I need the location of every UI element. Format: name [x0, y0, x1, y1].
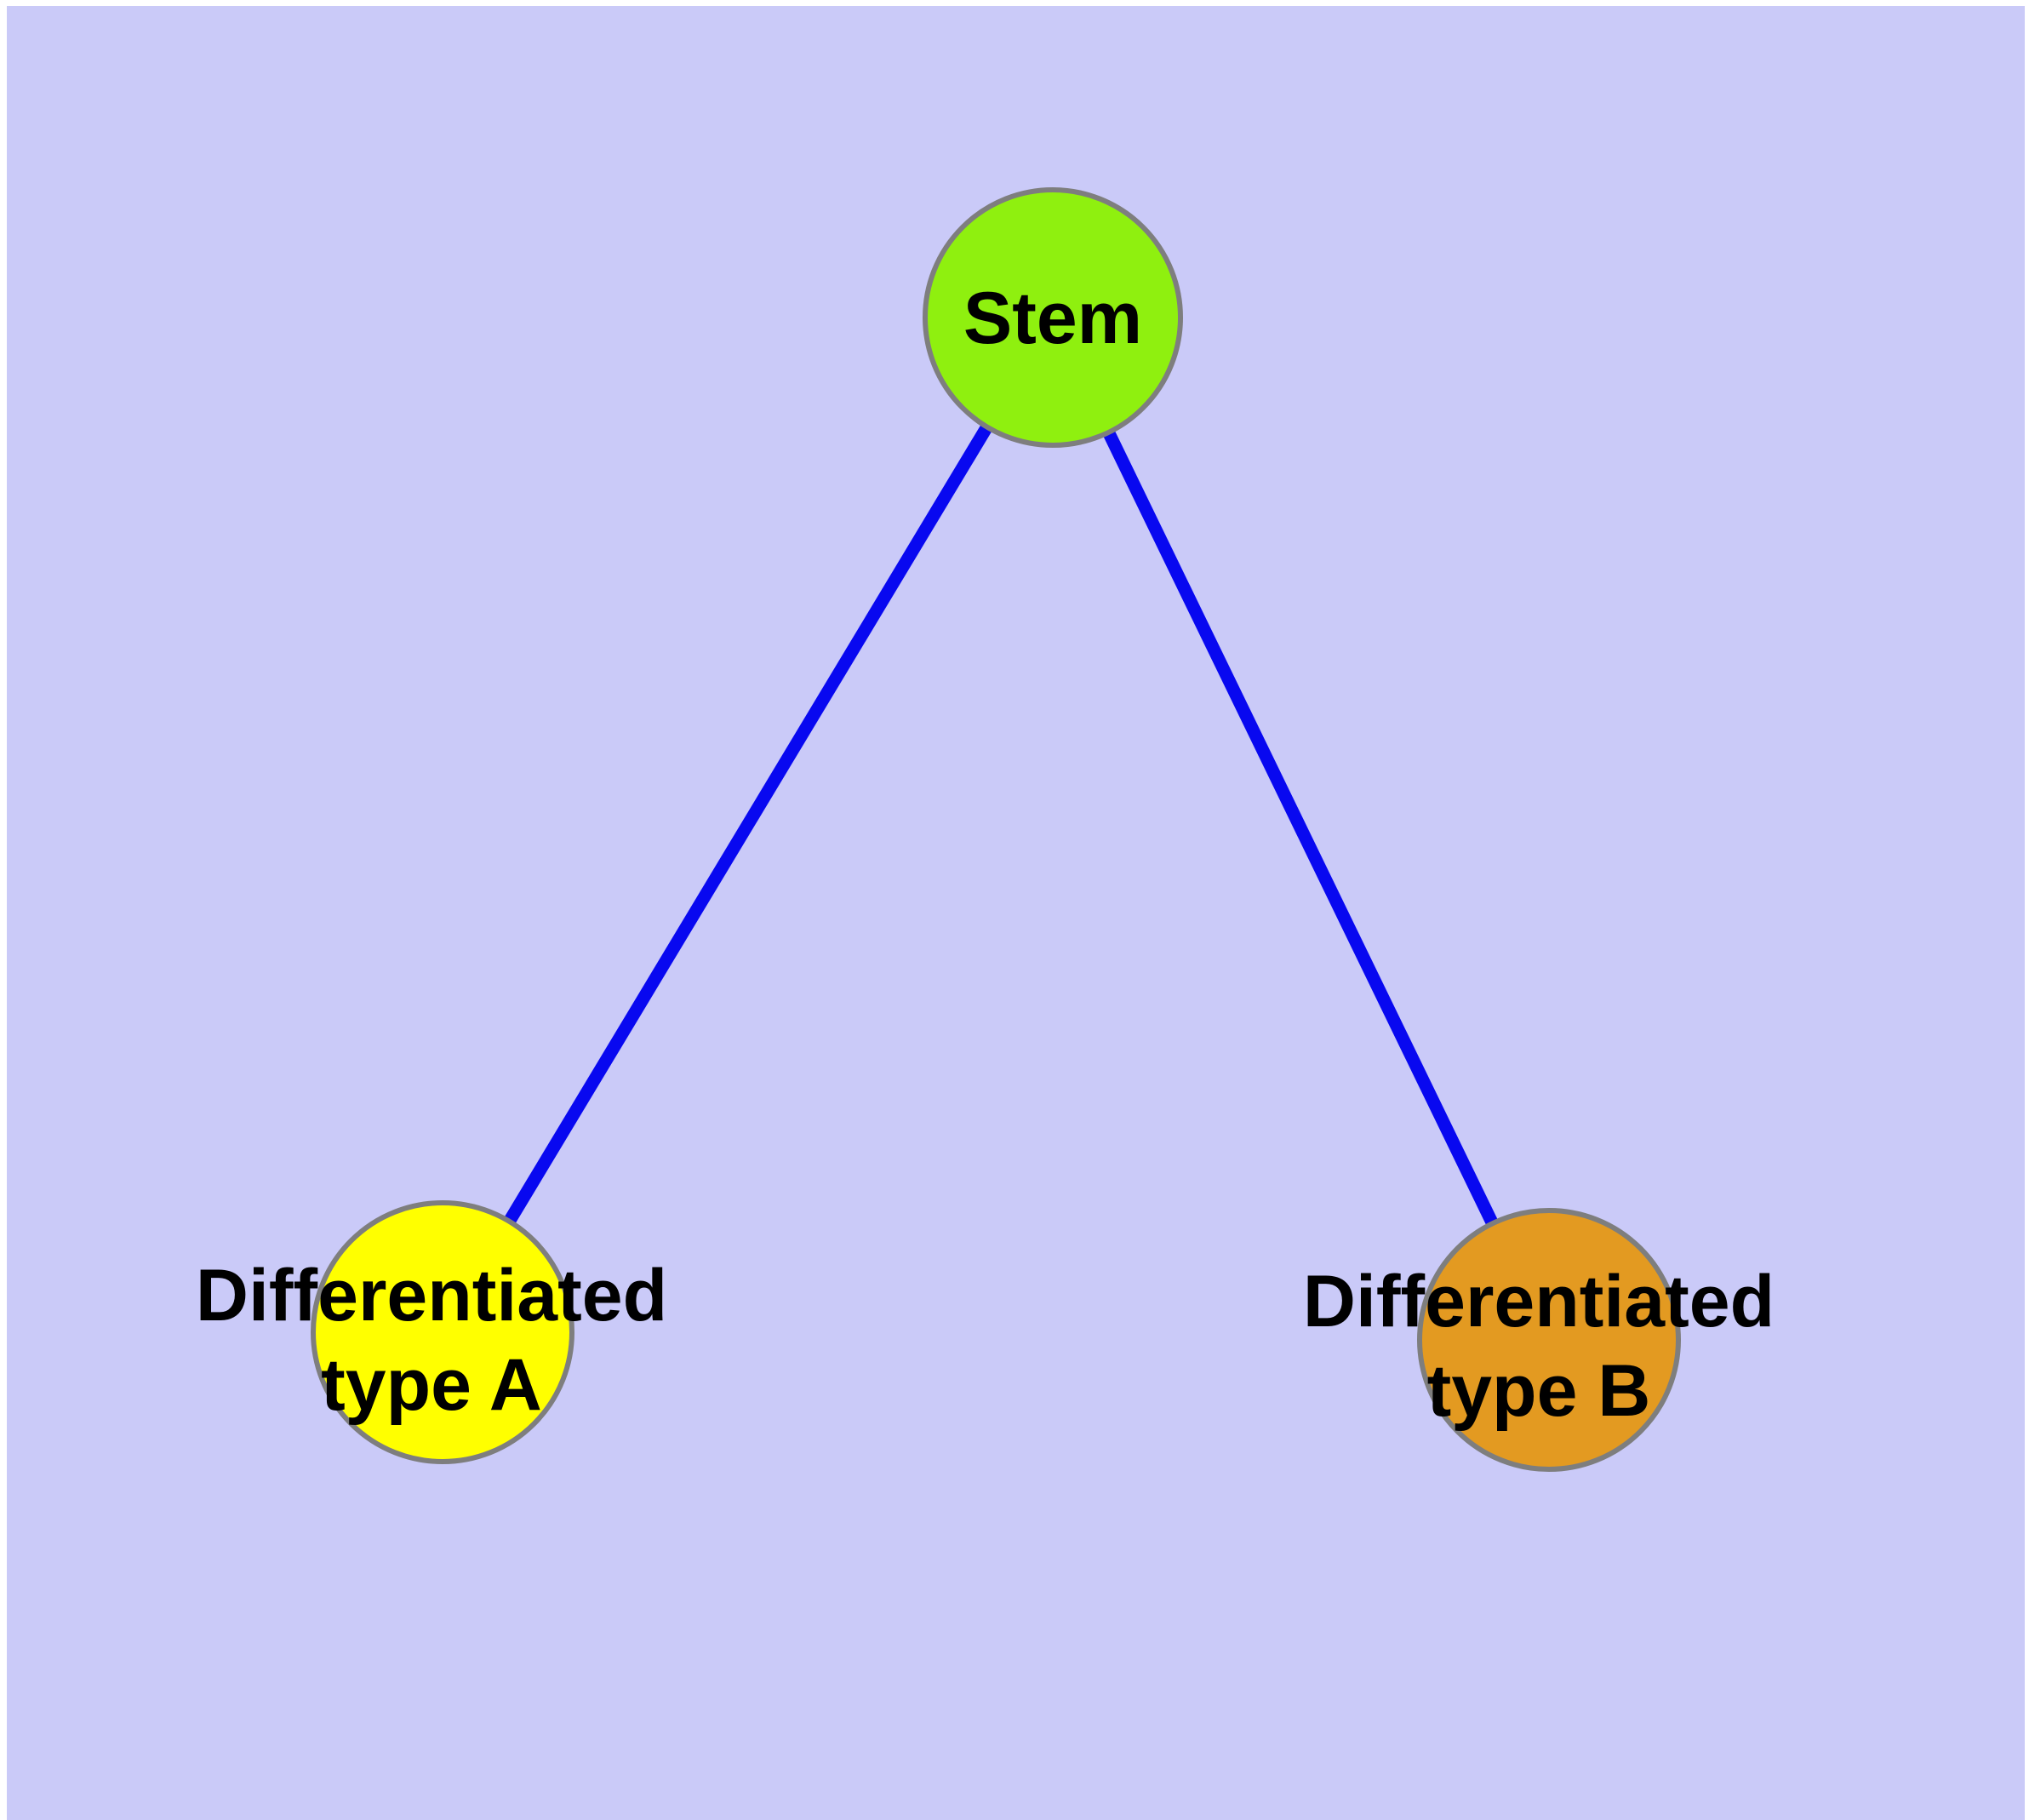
- edge-stem-to-type-b: [1047, 314, 1555, 1343]
- node-differentiated-type-a-label-line2: type A: [321, 1344, 542, 1426]
- node-differentiated-type-a-label-line1: Differentiated: [196, 1255, 667, 1336]
- node-stem-label: Stem: [963, 278, 1142, 359]
- node-stem-circle: [923, 187, 1183, 448]
- node-differentiated-type-b-circle: [1417, 1208, 1681, 1472]
- node-differentiated-type-b-label-line2: type B: [1427, 1350, 1651, 1432]
- node-differentiated-type-b-label-line1: Differentiated: [1303, 1261, 1775, 1342]
- node-differentiated-type-a: Differentiated type A: [196, 1200, 667, 1464]
- node-stem: Stem: [923, 187, 1183, 448]
- edge-stem-to-type-a: [437, 314, 1059, 1336]
- node-differentiated-type-a-circle: [311, 1200, 574, 1464]
- node-differentiated-type-b: Differentiated type B: [1303, 1208, 1775, 1472]
